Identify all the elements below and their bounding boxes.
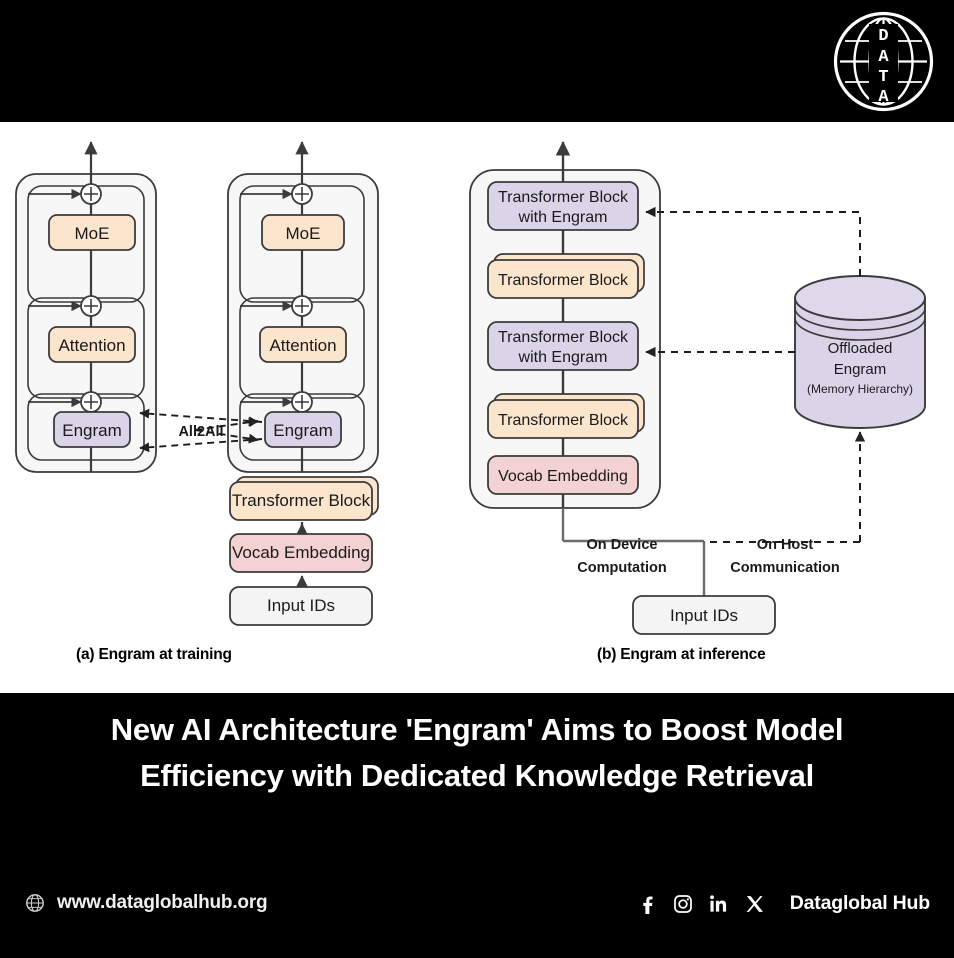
offloaded-engram-store: [794, 275, 926, 429]
block-label-vocab-embedding: Vocab Embedding: [232, 543, 370, 562]
store-label-line3: (Memory Hierarchy): [807, 382, 913, 396]
headline: New AI Architecture 'Engram' Aims to Boo…: [0, 693, 954, 813]
inference-device-panel: [469, 141, 661, 509]
block-label-moe: MoE: [75, 224, 110, 243]
block-label-transformer-block-with-engram: Transformer Block: [498, 189, 629, 206]
training-device-panel-right: [227, 141, 379, 473]
residual-add-node: [291, 183, 313, 205]
host-communication-links: [645, 206, 866, 543]
zone-label-on-host: On Host: [757, 537, 814, 553]
svg-text:A: A: [878, 88, 889, 107]
svg-text:A: A: [878, 48, 889, 67]
website-url: www.dataglobalhub.org: [57, 892, 268, 913]
inference-input-node: [632, 595, 776, 635]
block-label-input-ids: Input IDs: [267, 596, 335, 615]
headline-line-1: New AI Architecture 'Engram' Aims to Boo…: [110, 712, 844, 748]
residual-add-node: [291, 295, 313, 317]
store-label-line1: Offloaded: [828, 340, 893, 357]
headline-line-2: Efficiency with Dedicated Knowledge Retr…: [140, 758, 814, 793]
training-input-stack: [229, 476, 379, 626]
block-label-attention: Attention: [269, 336, 336, 355]
block-label-transformer-block: Transformer Block: [498, 412, 629, 429]
brand-name: Dataglobal Hub: [789, 892, 930, 914]
svg-text:T: T: [878, 68, 888, 87]
residual-add-node: [80, 391, 102, 413]
footer-bar: www.dataglobalhub.org: [0, 872, 954, 958]
training-device-panel-left: [15, 141, 157, 473]
zone-label-communication: Communication: [730, 560, 840, 576]
architecture-figure: MoE Attention Engram MoE Attention Engra…: [0, 122, 954, 693]
block-label-engram: Engram: [273, 421, 333, 440]
store-label-line2: Engram: [834, 361, 887, 378]
block-label-moe: MoE: [286, 224, 321, 243]
block-label-transformer-block-with-engram-2: with Engram: [518, 209, 608, 226]
block-label-transformer-block-with-engram-2: with Engram: [518, 349, 608, 366]
facebook-icon[interactable]: [636, 893, 658, 915]
zone-label-on-device: On Device: [587, 537, 658, 553]
globe-icon: [24, 892, 46, 914]
all2all-label: All2All: [178, 424, 223, 440]
residual-add-node: [80, 183, 102, 205]
caption-b: (b) Engram at inference: [597, 646, 766, 663]
block-label-engram: Engram: [62, 421, 122, 440]
x-icon[interactable]: [744, 893, 766, 915]
all2all-links-forward: [194, 417, 259, 444]
website-link[interactable]: www.dataglobalhub.org: [24, 892, 268, 914]
social-links: Dataglobal Hub: [636, 892, 930, 915]
block-label-transformer-block-with-engram: Transformer Block: [498, 329, 629, 346]
block-label-vocab-embedding: Vocab Embedding: [498, 468, 628, 485]
residual-add-node: [291, 391, 313, 413]
caption-a: (a) Engram at training: [76, 646, 232, 663]
linkedin-icon[interactable]: [708, 893, 730, 915]
instagram-icon[interactable]: [672, 893, 694, 915]
figure-canvas: MoE Attention Engram MoE Attention Engra…: [15, 141, 926, 635]
block-label-attention: Attention: [58, 336, 125, 355]
zone-label-computation: Computation: [577, 560, 666, 576]
block-label-transformer-block: Transformer Block: [232, 491, 371, 510]
block-label-transformer-block: Transformer Block: [498, 272, 629, 289]
block-label-input-ids: Input IDs: [670, 606, 738, 625]
all2all-links: [139, 408, 263, 453]
globe-data-logo-icon: D A T A: [831, 9, 936, 114]
svg-text:D: D: [878, 27, 888, 46]
header-bar: D A T A: [0, 0, 954, 122]
residual-add-node: [80, 295, 102, 317]
